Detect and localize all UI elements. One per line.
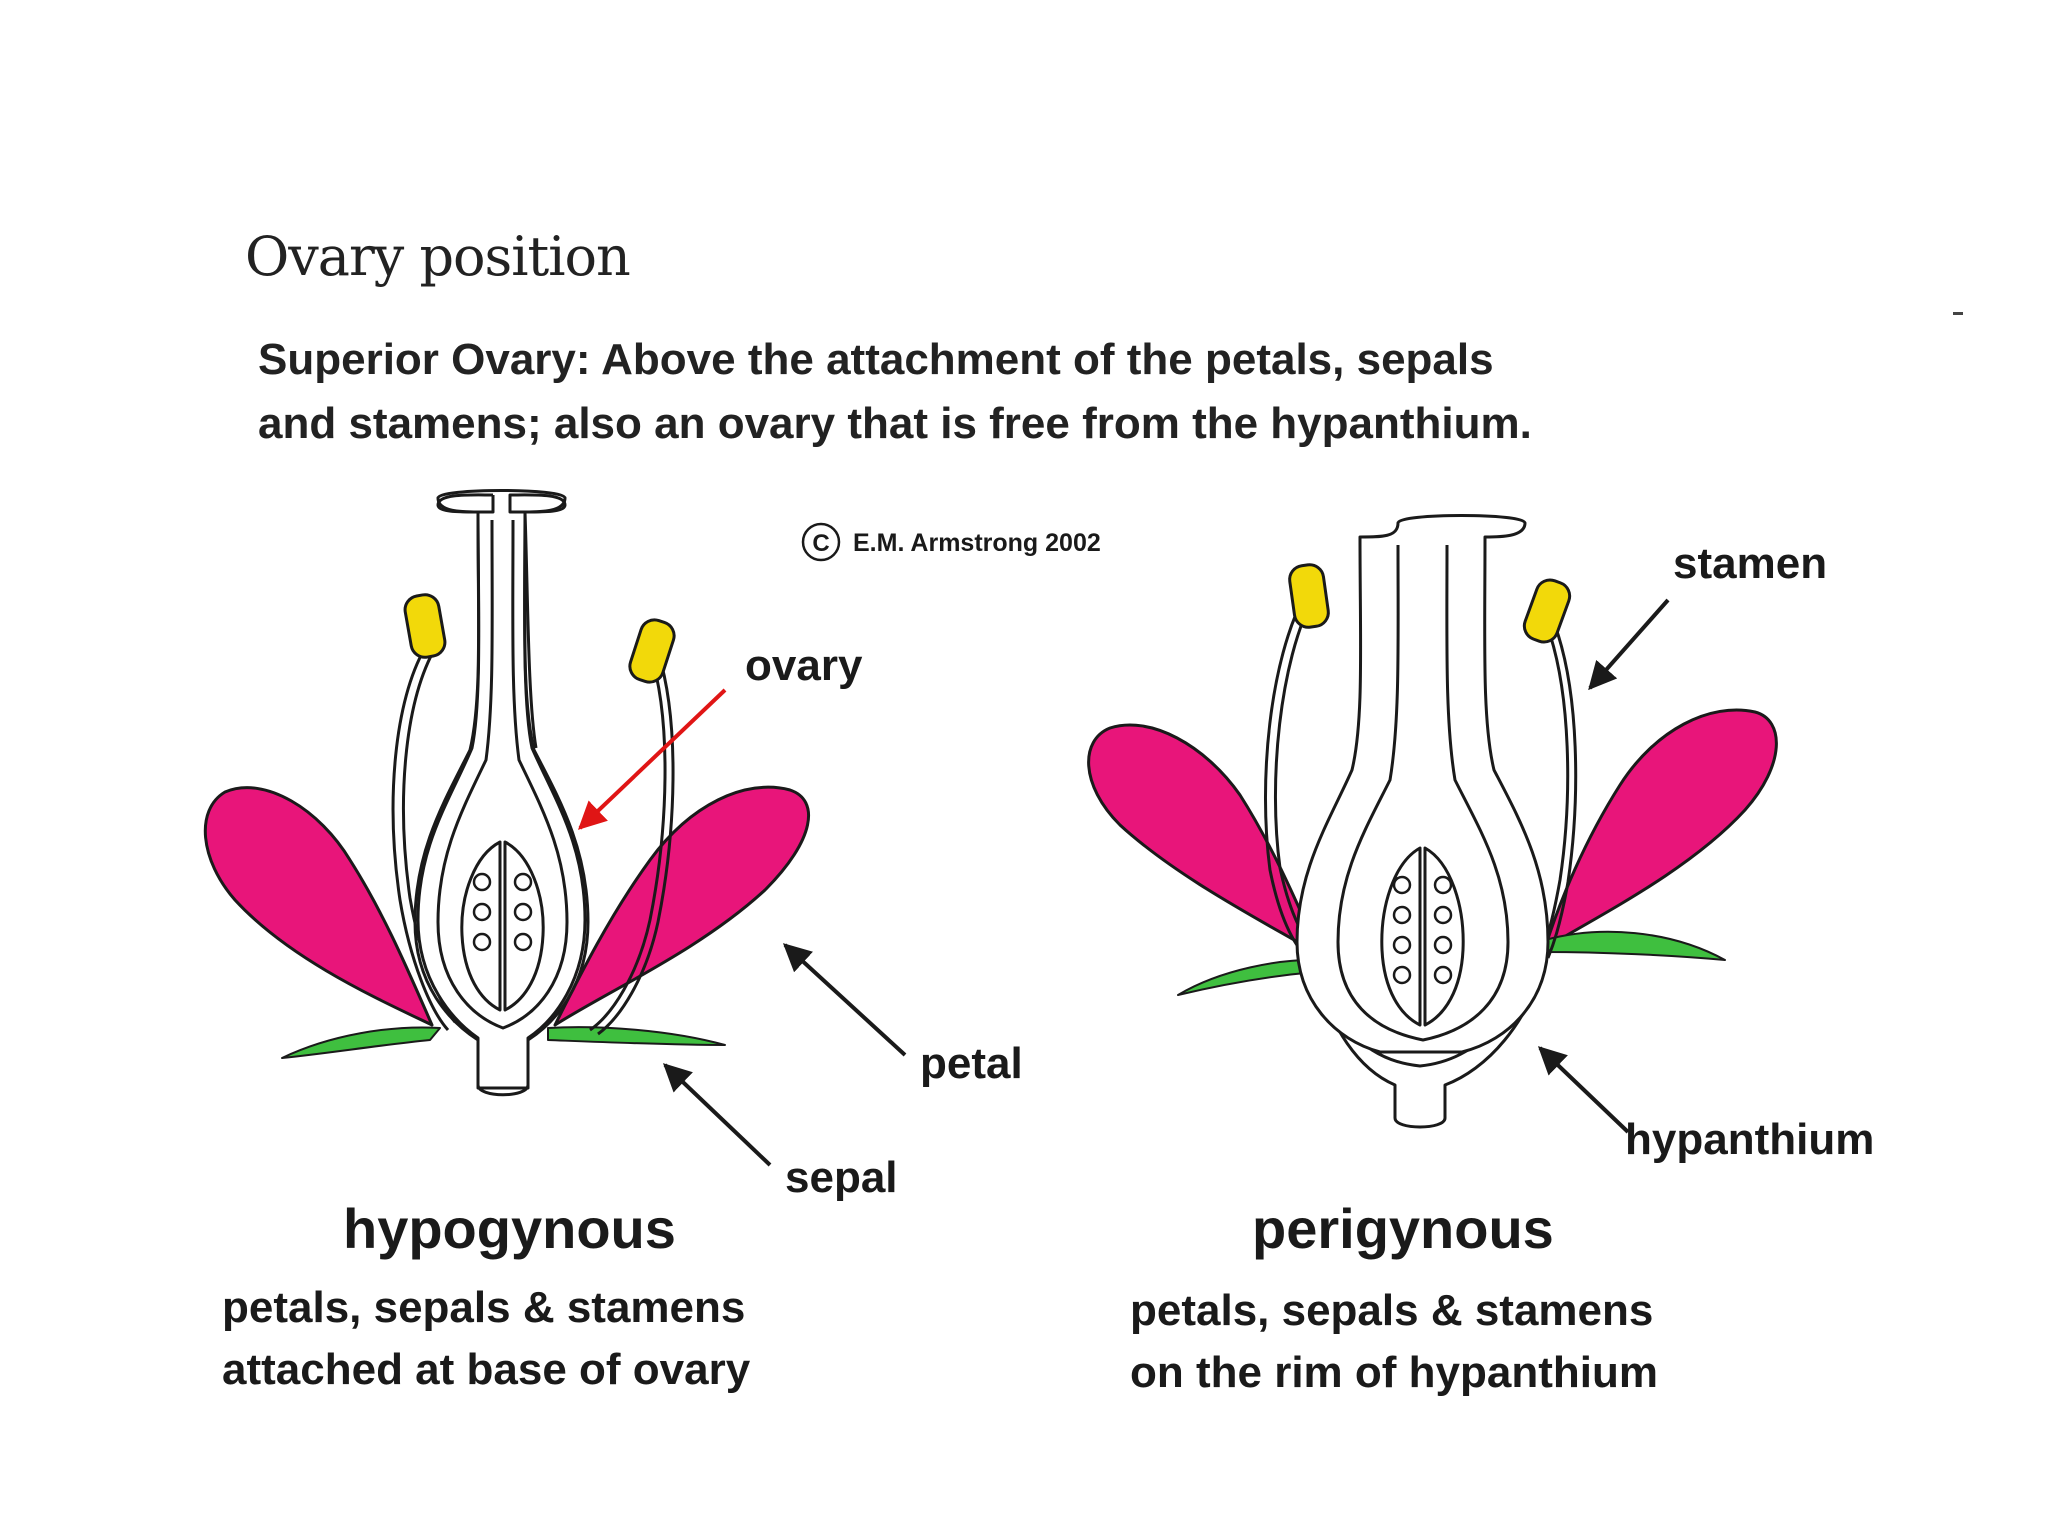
left-anther-a (403, 593, 447, 659)
label-petal: petal (920, 1039, 1023, 1088)
hypogynous-flower (203, 489, 811, 1097)
slide-title: Ovary position (245, 225, 631, 288)
right-petal-a (1087, 723, 1322, 957)
right-pistil-outline (1295, 514, 1550, 1054)
copyright-symbol: C (812, 530, 829, 557)
right-caption-line-1: petals, sepals & stamens (1130, 1286, 1653, 1335)
right-petal-b (1543, 708, 1778, 950)
label-ovary: ovary (745, 641, 863, 690)
right-anther-b (1522, 578, 1572, 644)
left-stamen-filament-b (589, 651, 667, 1032)
left-caption-line-2: attached at base of ovary (222, 1345, 751, 1394)
copyright-circle (801, 522, 841, 562)
label-hypanthium: hypanthium (1625, 1115, 1874, 1164)
right-ovary-chamber (1380, 846, 1465, 1027)
label-stamen: stamen (1673, 539, 1827, 588)
perigynous-flower (1087, 514, 1778, 1129)
left-petal-b (553, 785, 811, 1027)
stamen-arrow (1588, 598, 1670, 691)
left-sepal-a (281, 1026, 441, 1059)
right-pistil-inner (1336, 544, 1510, 1042)
sepal-arrow (662, 1063, 772, 1167)
stray-dash (1953, 312, 1963, 315)
label-sepal: sepal (785, 1153, 898, 1202)
left-petal-a (203, 786, 434, 1027)
right-stamen-filament-b2 (1546, 619, 1578, 959)
right-caption-line-2: on the rim of hypanthium (1130, 1348, 1658, 1397)
left-ovary-chamber (460, 840, 545, 1012)
left-pistil-inner (436, 519, 569, 1030)
intro-line-2: and stamens; also an ovary that is free … (258, 399, 1532, 448)
left-stamen-filament-a (391, 647, 450, 1032)
left-flower-name: hypogynous (343, 1197, 676, 1260)
intro-line-1: Superior Ovary: Above the attachment of … (258, 335, 1494, 384)
left-pistil-outline (413, 489, 590, 1090)
hypanthium-arrow (1537, 1046, 1630, 1134)
left-anther-b (628, 618, 676, 684)
right-sepal-b (1544, 930, 1726, 961)
left-sepal-b (547, 1026, 726, 1046)
right-ovules (1392, 875, 1453, 985)
left-caption-line-1: petals, sepals & stamens (222, 1283, 745, 1332)
copyright-notice: C E.M. Armstrong 2002 (801, 522, 1101, 562)
left-stamen-filament-b2 (597, 651, 675, 1036)
intro-text: Superior Ovary: Above the attachment of … (258, 328, 1958, 456)
right-flower-name: perigynous (1252, 1197, 1554, 1260)
right-anther-a (1288, 563, 1330, 629)
petal-arrow (782, 943, 907, 1057)
left-ovules (472, 872, 533, 952)
right-stamen-filament-a (1264, 594, 1316, 967)
ovary-arrow (577, 688, 727, 830)
copyright-text: E.M. Armstrong 2002 (853, 529, 1101, 557)
